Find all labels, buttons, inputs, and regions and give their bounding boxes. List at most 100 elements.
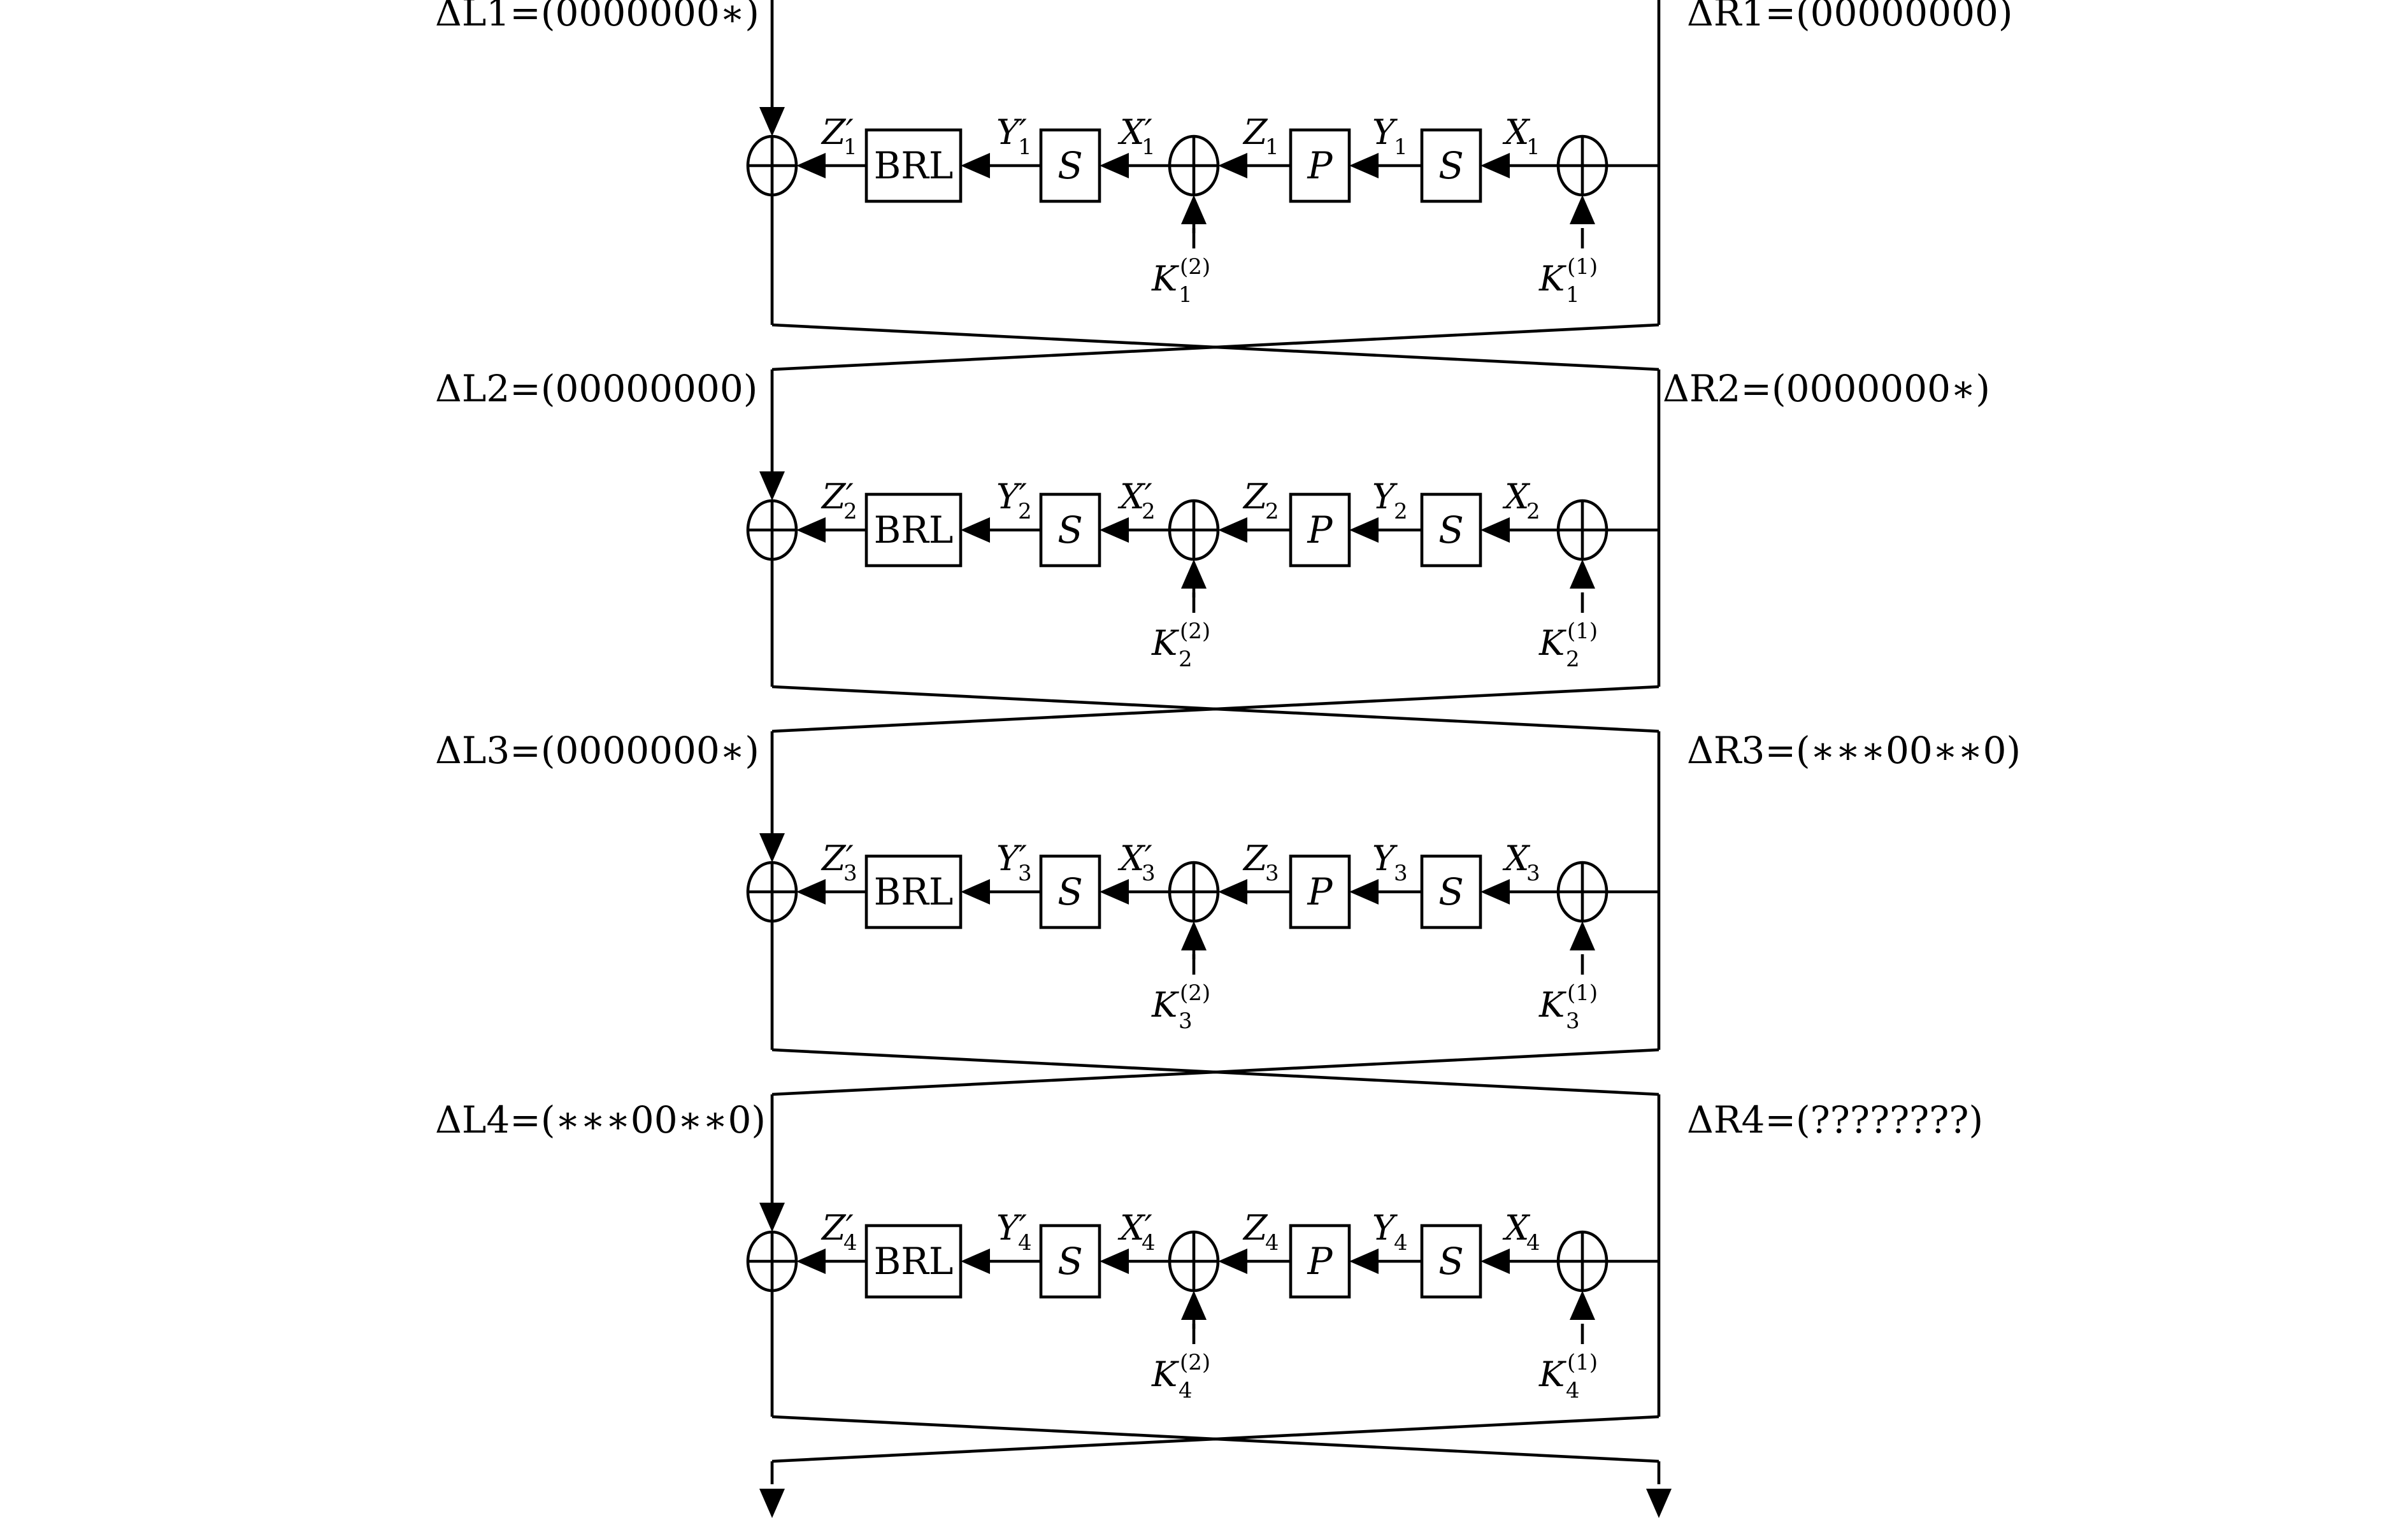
s-box-1: S	[1420, 492, 1482, 568]
x-arrow	[1480, 517, 1510, 543]
box-label: S	[1057, 870, 1083, 913]
x-prime-label: X′2	[1117, 476, 1156, 524]
s-box-1: S	[1420, 854, 1482, 929]
key1-arrow	[1570, 921, 1595, 950]
yp-arrow	[961, 879, 990, 905]
key2-arrow	[1181, 1291, 1207, 1320]
x-arrow	[1480, 879, 1510, 905]
key1-xor	[1556, 861, 1609, 923]
output-xor	[746, 499, 798, 561]
signal-subscript: 2	[1142, 499, 1156, 524]
box-frame	[1420, 492, 1482, 568]
z-arrow	[1218, 517, 1247, 543]
x-arrow	[1480, 153, 1510, 178]
key-superscript: (2)	[1180, 254, 1210, 280]
z-label: Z3	[1242, 838, 1279, 886]
y-arrow	[1349, 517, 1379, 543]
signal-letter: X	[1502, 1208, 1531, 1248]
delta-l-label: ΔL3=(0000000∗)	[435, 729, 759, 772]
signal-subscript: 4	[1526, 1230, 1540, 1256]
output-xor	[746, 861, 798, 923]
p-box: P	[1289, 854, 1351, 929]
signal-subscript: 1	[843, 134, 857, 160]
z-arrow	[1218, 1249, 1247, 1274]
key2-xor	[1168, 499, 1220, 561]
key2-arrow	[1181, 559, 1207, 589]
yp-arrow	[961, 153, 990, 178]
key-superscript: (2)	[1180, 980, 1210, 1006]
delta-r-label: ΔR1=(00000000)	[1687, 0, 2013, 34]
signal-letter: X′	[1117, 1208, 1152, 1248]
signal-subscript: 4	[1142, 1230, 1156, 1256]
key2-xor	[1168, 134, 1220, 197]
p-box: P	[1289, 1224, 1351, 1299]
yp-arrow	[961, 517, 990, 543]
brl-box: BRL	[864, 1224, 963, 1299]
signal-subscript: 3	[843, 861, 857, 886]
y-prime-label: Y′2	[996, 476, 1032, 524]
signal-letter: X′	[1117, 112, 1152, 152]
xp-arrow	[1100, 1249, 1129, 1274]
x-arrow	[1480, 1249, 1510, 1274]
signal-subscript: 1	[1265, 134, 1279, 160]
signal-letter: X	[1502, 838, 1531, 878]
signal-letter: Y	[1372, 476, 1398, 517]
key-superscript: (2)	[1180, 619, 1210, 644]
signal-letter: Y	[1372, 1208, 1398, 1248]
key1-label: K(1)2	[1538, 619, 1598, 672]
delta-r-label: ΔR4=(????????)	[1687, 1098, 1983, 1142]
x-label: X3	[1502, 838, 1540, 886]
key-letter: K	[1151, 623, 1179, 663]
key-letter: K	[1151, 985, 1179, 1025]
box-label: S	[1438, 1240, 1464, 1283]
key-superscript: (2)	[1180, 1350, 1210, 1375]
signal-subscript: 3	[1142, 861, 1156, 886]
key-letter: K	[1538, 259, 1566, 299]
key-subscript: 3	[1566, 1008, 1580, 1034]
signal-letter: Y′	[996, 1208, 1027, 1248]
swap-line-right-to-left	[771, 685, 1659, 733]
y-prime-label: Y′1	[996, 112, 1032, 160]
signal-subscript: 3	[1526, 861, 1540, 886]
box-label: P	[1307, 1240, 1333, 1283]
key1-label: K(1)3	[1538, 980, 1598, 1034]
key-letter: K	[1151, 1354, 1179, 1394]
key2-xor	[1168, 861, 1220, 923]
signal-subscript: 2	[1394, 499, 1408, 524]
delta-r-label: ΔR3=(∗∗∗00∗∗0)	[1687, 729, 2021, 772]
delta-l-label: ΔL4=(∗∗∗00∗∗0)	[435, 1098, 766, 1142]
signal-letter: X′	[1117, 476, 1152, 517]
z-label: Z2	[1242, 476, 1279, 524]
y-label: Y1	[1372, 112, 1408, 160]
output-xor	[746, 1230, 798, 1292]
z-label: Z1	[1242, 112, 1279, 160]
signal-letter: Y′	[996, 476, 1027, 517]
key-subscript: 1	[1179, 282, 1193, 308]
xp-arrow	[1100, 517, 1129, 543]
key-superscript: (1)	[1567, 1350, 1598, 1375]
box-label: BRL	[874, 508, 954, 552]
box-frame	[1289, 854, 1351, 929]
s-box-2: S	[1039, 854, 1101, 929]
y-label: Y3	[1372, 838, 1408, 886]
signal-subscript: 3	[1265, 861, 1279, 886]
delta-l-label: ΔL2=(00000000)	[435, 367, 757, 410]
z-arrow	[1218, 153, 1247, 178]
xp-arrow	[1100, 879, 1129, 905]
key-subscript: 4	[1566, 1378, 1580, 1403]
signal-letter: Z	[1242, 476, 1268, 517]
signal-subscript: 4	[1018, 1230, 1032, 1256]
signal-letter: Y′	[996, 838, 1027, 878]
box-label: BRL	[874, 870, 954, 913]
p-box: P	[1289, 128, 1351, 203]
signal-letter: Y	[1372, 838, 1398, 878]
key1-arrow	[1570, 195, 1595, 224]
key-letter: K	[1538, 1354, 1566, 1394]
key2-xor	[1168, 1230, 1220, 1292]
signal-letter: Z	[1242, 838, 1268, 878]
y-arrow	[1349, 879, 1379, 905]
